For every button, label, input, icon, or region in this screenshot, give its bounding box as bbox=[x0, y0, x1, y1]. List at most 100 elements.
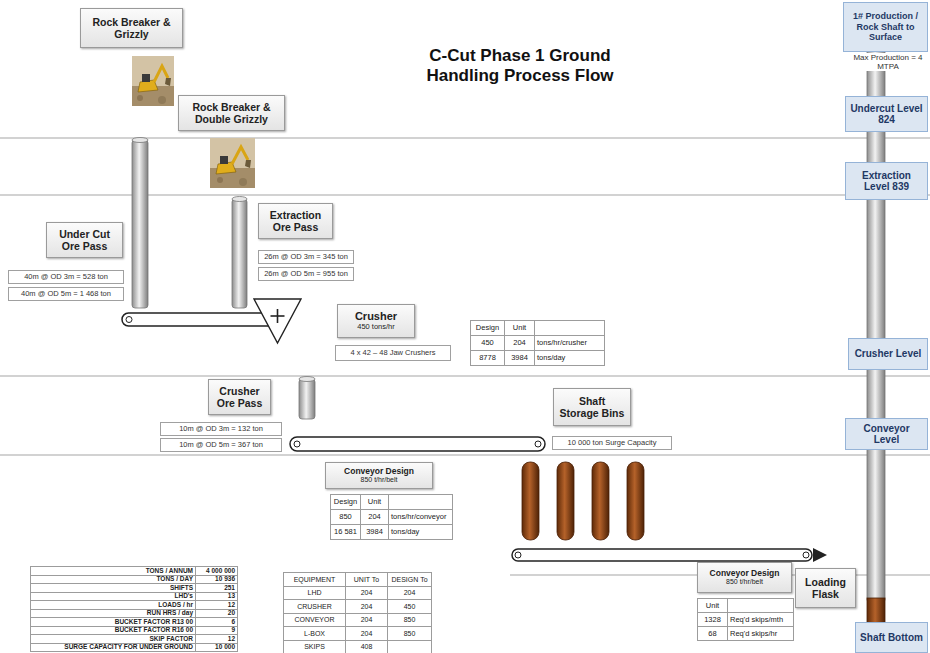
rock-breaker-photo bbox=[210, 138, 255, 188]
table-cell: tons/day bbox=[534, 350, 605, 366]
table-cell: EQUIPMENT bbox=[283, 572, 346, 587]
photo-cab bbox=[220, 156, 228, 164]
table-text: 68 bbox=[708, 630, 716, 638]
table-text: Unit bbox=[513, 324, 526, 332]
table-cell bbox=[387, 640, 432, 653]
table-cell: Design bbox=[470, 320, 505, 336]
table-text: L-BOX bbox=[304, 630, 325, 637]
table-text: TONS / DAY bbox=[157, 576, 193, 583]
ore-pass-top bbox=[132, 138, 148, 143]
photo-rock bbox=[137, 95, 143, 101]
belt-roller bbox=[515, 552, 521, 558]
capacity-box: 40m @ OD 5m = 1 468 ton bbox=[8, 287, 124, 301]
table-cell: Unit bbox=[360, 494, 389, 510]
ore-pass-cylinder bbox=[132, 140, 148, 308]
table-text: 204 bbox=[361, 603, 373, 610]
ore-pass-top bbox=[299, 377, 315, 382]
node-text: Loading Flask bbox=[800, 576, 851, 600]
table-cell: 204 bbox=[345, 599, 388, 614]
level-label: Shaft Bottom bbox=[855, 622, 928, 653]
table-text: BUCKET FACTOR R13 00 bbox=[115, 619, 193, 626]
ore-pass-label: Crusher Ore Pass bbox=[208, 379, 271, 415]
table-cell: Req'd skips/mth bbox=[727, 612, 794, 627]
node-text: Rock Breaker & Double Grizzly bbox=[183, 101, 280, 125]
conveyor-design-box: Conveyor Design850 t/hr/belt bbox=[325, 462, 433, 489]
table-text: 13 bbox=[228, 593, 235, 600]
ore-pass-label: Under Cut Ore Pass bbox=[46, 222, 123, 258]
table-text: tons/hr/conveyor bbox=[391, 513, 446, 521]
table-cell: tons/day bbox=[388, 524, 453, 540]
table-text: 251 bbox=[224, 585, 235, 592]
table-text: 20 bbox=[228, 610, 235, 617]
table-text: LHD bbox=[307, 589, 321, 596]
photo-sky bbox=[210, 138, 255, 188]
table-text: Unit bbox=[706, 602, 719, 610]
belt-roller bbox=[535, 441, 541, 447]
ore-pass-label: Extraction Ore Pass bbox=[258, 203, 333, 239]
table-cell: tons/hr/conveyor bbox=[388, 509, 453, 525]
table-cell: DESIGN To bbox=[387, 572, 432, 587]
ore-pass-cylinder bbox=[299, 379, 315, 419]
table-text: 204 bbox=[513, 339, 526, 347]
table-text: 10 936 bbox=[215, 576, 235, 583]
table-cell: 850 bbox=[387, 626, 432, 641]
level-label: Conveyor Level bbox=[845, 418, 928, 450]
photo-rock bbox=[158, 96, 166, 104]
table-cell: tons/hr/crusher bbox=[534, 335, 605, 351]
table-text: 204 bbox=[361, 616, 373, 623]
table-cell: 204 bbox=[345, 613, 388, 628]
table-cell: 450 bbox=[470, 335, 505, 351]
table-cell: SURGE CAPACITY FOR UNDER GROUND bbox=[30, 643, 196, 653]
table-cell: 204 bbox=[345, 626, 388, 641]
table-cell: 408 bbox=[345, 640, 388, 653]
capacity-box: 10m @ OD 5m = 367 ton bbox=[160, 438, 282, 452]
belt-arrowhead bbox=[813, 548, 827, 562]
table-cell: 1328 bbox=[697, 612, 728, 627]
table-text: SURGE CAPACITY FOR UNDER GROUND bbox=[64, 644, 193, 651]
crusher-box: Crusher450 tons/hr bbox=[337, 304, 415, 338]
table-cell: 850 bbox=[330, 509, 361, 525]
node-text: 850 t/hr/belt bbox=[361, 476, 398, 484]
table-cell: 204 bbox=[360, 509, 389, 525]
ore-pass-top bbox=[232, 197, 247, 202]
rock-breaker-photo bbox=[132, 56, 174, 106]
table-cell: 450 bbox=[387, 599, 432, 614]
table-text: 450 bbox=[404, 603, 416, 610]
table-text: CRUSHER bbox=[297, 603, 332, 610]
capacity-box: 10 000 ton Surge Capacity bbox=[552, 436, 672, 450]
table-text: 4 000 000 bbox=[206, 568, 235, 575]
diagram-title: C-Cut Phase 1 Ground Handling Process Fl… bbox=[385, 46, 655, 87]
table-cell: 204 bbox=[504, 335, 535, 351]
table-text: RUN HRS / day bbox=[147, 610, 193, 617]
table-text: LHD's bbox=[174, 593, 193, 600]
table-text: CONVEYOR bbox=[294, 616, 334, 623]
conveyor-belt bbox=[512, 549, 812, 561]
crusher-plus-symbol bbox=[271, 315, 285, 317]
table-text: 450 bbox=[481, 339, 494, 347]
table-text: 12 bbox=[228, 602, 235, 609]
table-cell: 10 000 bbox=[195, 643, 238, 653]
table-text: 16 581 bbox=[334, 528, 357, 536]
shaft-label: 1# Production / Rock Shaft to Surface bbox=[843, 2, 928, 52]
table-text: 850 bbox=[404, 616, 416, 623]
conveyor-design-box: Conveyor Design850 t/hr/belt bbox=[697, 562, 792, 593]
table-text: 204 bbox=[404, 589, 416, 596]
table-cell: L-BOX bbox=[283, 626, 346, 641]
table-cell: 204 bbox=[345, 586, 388, 601]
level-line bbox=[0, 454, 930, 455]
table-cell bbox=[727, 598, 794, 613]
table-cell: 8778 bbox=[470, 350, 505, 366]
capacity-box: 26m @ OD 5m = 955 ton bbox=[258, 267, 354, 281]
table-text: DESIGN To bbox=[391, 576, 427, 583]
table-text: BUCKET FACTOR R16 00 bbox=[115, 627, 193, 634]
photo-sky bbox=[132, 56, 174, 106]
storage-bin bbox=[557, 462, 574, 540]
table-cell: Design bbox=[330, 494, 361, 510]
equipment-box: Rock Breaker & Grizzly bbox=[80, 8, 183, 48]
table-cell: Unit bbox=[504, 320, 535, 336]
table-text: 6 bbox=[231, 619, 235, 626]
table-text: 850 bbox=[339, 513, 352, 521]
table-text: 204 bbox=[368, 513, 381, 521]
